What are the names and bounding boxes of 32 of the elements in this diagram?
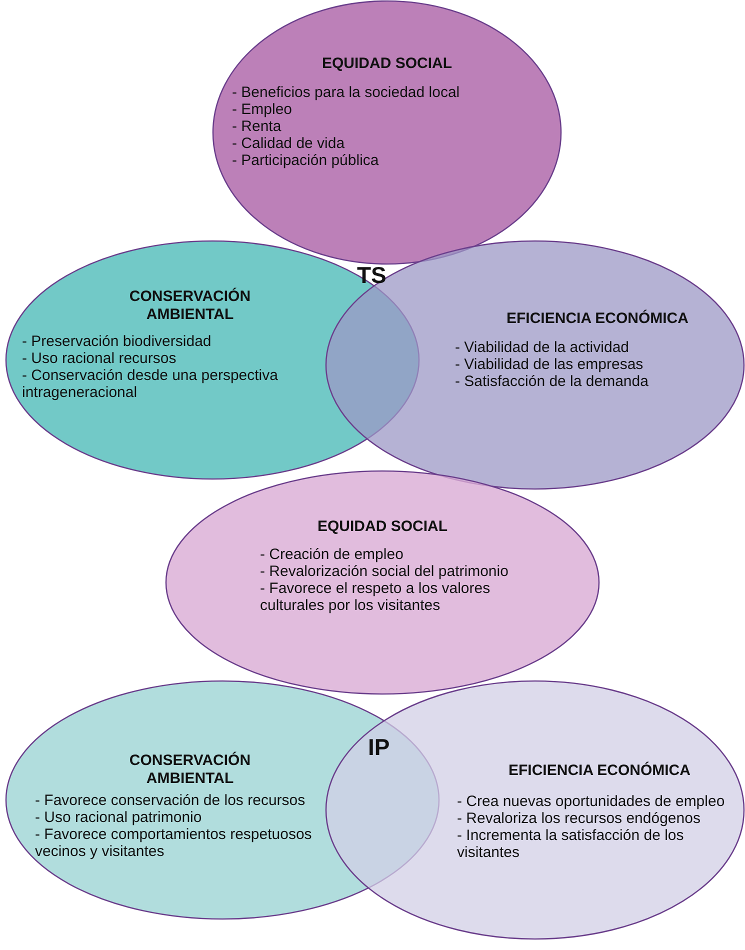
bullet-item: - Beneficios para la sociedad local xyxy=(232,84,461,101)
circle-heading: EFICIENCIA ECONÓMICA xyxy=(508,762,692,780)
bullet-item: - Renta xyxy=(232,118,282,135)
bullet-item: - Uso racional recursos xyxy=(22,350,178,367)
overlap-label: IP xyxy=(368,734,390,761)
bullet-item: - Viabilidad de las empresas xyxy=(455,356,644,373)
bullet-item: - Empleo xyxy=(232,101,294,118)
bullet-item: - Satisfacción de la demanda xyxy=(455,373,650,390)
bullet-item: - Conservación desde una perspectiva intrageneracional xyxy=(22,367,279,401)
venn-circle xyxy=(325,240,745,490)
bullet-item: - Incrementa la satisfacción de los visitantes xyxy=(457,827,685,861)
bullet-item: - Calidad de vida xyxy=(232,135,346,152)
overlap-label: TS xyxy=(357,262,386,289)
circle-heading: EQUIDAD SOCIAL xyxy=(316,518,448,536)
bullet-item: - Viabilidad de la actividad xyxy=(455,339,630,356)
bullet-item: - Uso racional patrimonio xyxy=(35,809,203,826)
bullet-item: - Revaloriza los recursos endógenos xyxy=(457,810,702,827)
venn-circle xyxy=(165,470,600,695)
bullet-item: - Revalorización social del patrimonio xyxy=(260,563,510,580)
circle-heading: EQUIDAD SOCIAL xyxy=(320,55,453,73)
circle-heading: CONSERVACIÓN AMBIENTAL xyxy=(128,752,252,788)
bullet-item: - Favorece el respeto a los valores culturales por los visitantes xyxy=(260,580,492,614)
bullet-item: - Favorece comportamientos respetuosos vecinos y visitantes xyxy=(35,826,313,860)
bullet-item: - Favorece conservación de los recursos xyxy=(35,792,306,809)
venn-circle xyxy=(212,0,562,265)
circle-heading: CONSERVACIÓN AMBIENTAL xyxy=(128,288,252,324)
circle-heading: EFICIENCIA ECONÓMICA xyxy=(506,310,690,328)
venn-circle xyxy=(325,680,745,940)
bullet-item: - Preservación biodiversidad xyxy=(22,333,212,350)
bullet-item: - Creación de empleo xyxy=(260,546,404,563)
bullet-item: - Crea nuevas oportunidades de empleo xyxy=(457,793,726,810)
bullet-item: - Participación pública xyxy=(232,152,380,169)
